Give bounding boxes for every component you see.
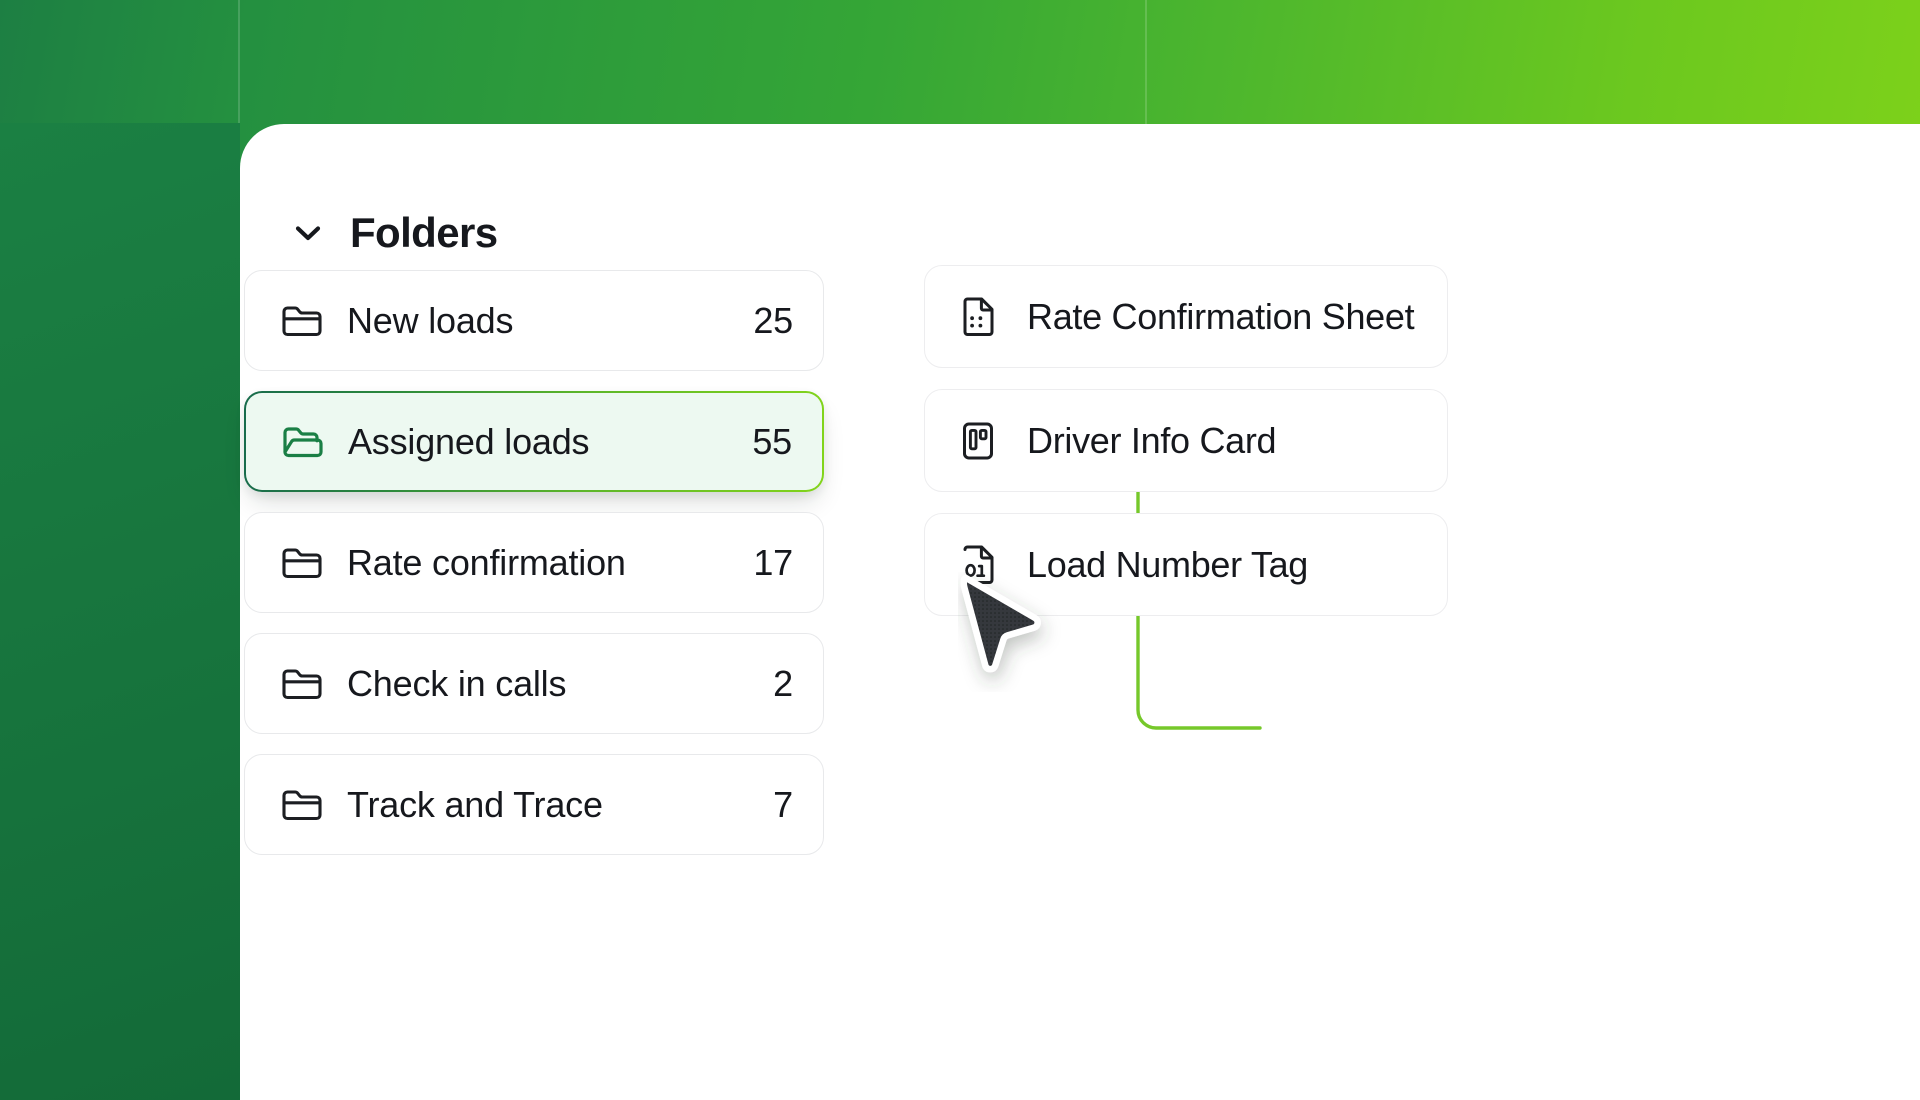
folders-panel: Folders New loads 25 [240, 124, 1920, 1100]
folder-open-icon [278, 417, 328, 467]
folder-row-count: 2 [773, 662, 793, 704]
document-dots-icon [953, 292, 1003, 342]
document-card-list: Rate Confirmation Sheet Driver Info Card [924, 265, 1448, 637]
folder-row-count: 55 [752, 420, 792, 462]
folder-row-label: New loads [347, 299, 514, 341]
folder-list: New loads 25 Assigned loads 55 [244, 270, 824, 875]
folder-row-new-loads[interactable]: New loads 25 [244, 270, 824, 371]
folder-row-assigned-loads[interactable]: Assigned loads 55 [244, 391, 824, 492]
panel-header: Folders [288, 212, 498, 254]
chevron-down-icon[interactable] [288, 213, 328, 253]
document-card-label: Rate Confirmation Sheet [1027, 295, 1415, 337]
folder-closed-icon [277, 296, 327, 346]
document-card-label: Driver Info Card [1027, 419, 1277, 461]
folder-row-rate-confirmation[interactable]: Rate confirmation 17 [244, 512, 824, 613]
folder-row-label: Check in calls [347, 662, 567, 704]
left-green-column [0, 123, 240, 1100]
document-card-label: Load Number Tag [1027, 543, 1309, 585]
folder-row-label: Track and Trace [347, 783, 603, 825]
background-grid-line-vertical-right [1145, 0, 1147, 126]
page-title: Folders [350, 209, 498, 256]
folder-row-count: 17 [753, 541, 793, 583]
folder-closed-icon [277, 780, 327, 830]
document-card-driver-info-card[interactable]: Driver Info Card [924, 389, 1448, 492]
document-binary-icon [953, 540, 1003, 590]
folder-row-label: Assigned loads [348, 420, 590, 462]
document-card-load-number-tag[interactable]: Load Number Tag [924, 513, 1448, 616]
folder-row-count: 25 [753, 299, 793, 341]
folder-closed-icon [277, 659, 327, 709]
folder-closed-icon [277, 538, 327, 588]
background-grid-line-vertical-left [238, 0, 240, 126]
folder-row-count: 7 [773, 783, 793, 825]
folder-row-track-and-trace[interactable]: Track and Trace 7 [244, 754, 824, 855]
folder-row-label: Rate confirmation [347, 541, 626, 583]
document-card-rate-confirmation-sheet[interactable]: Rate Confirmation Sheet [924, 265, 1448, 368]
card-columns-icon [953, 416, 1003, 466]
folder-row-check-in-calls[interactable]: Check in calls 2 [244, 633, 824, 734]
